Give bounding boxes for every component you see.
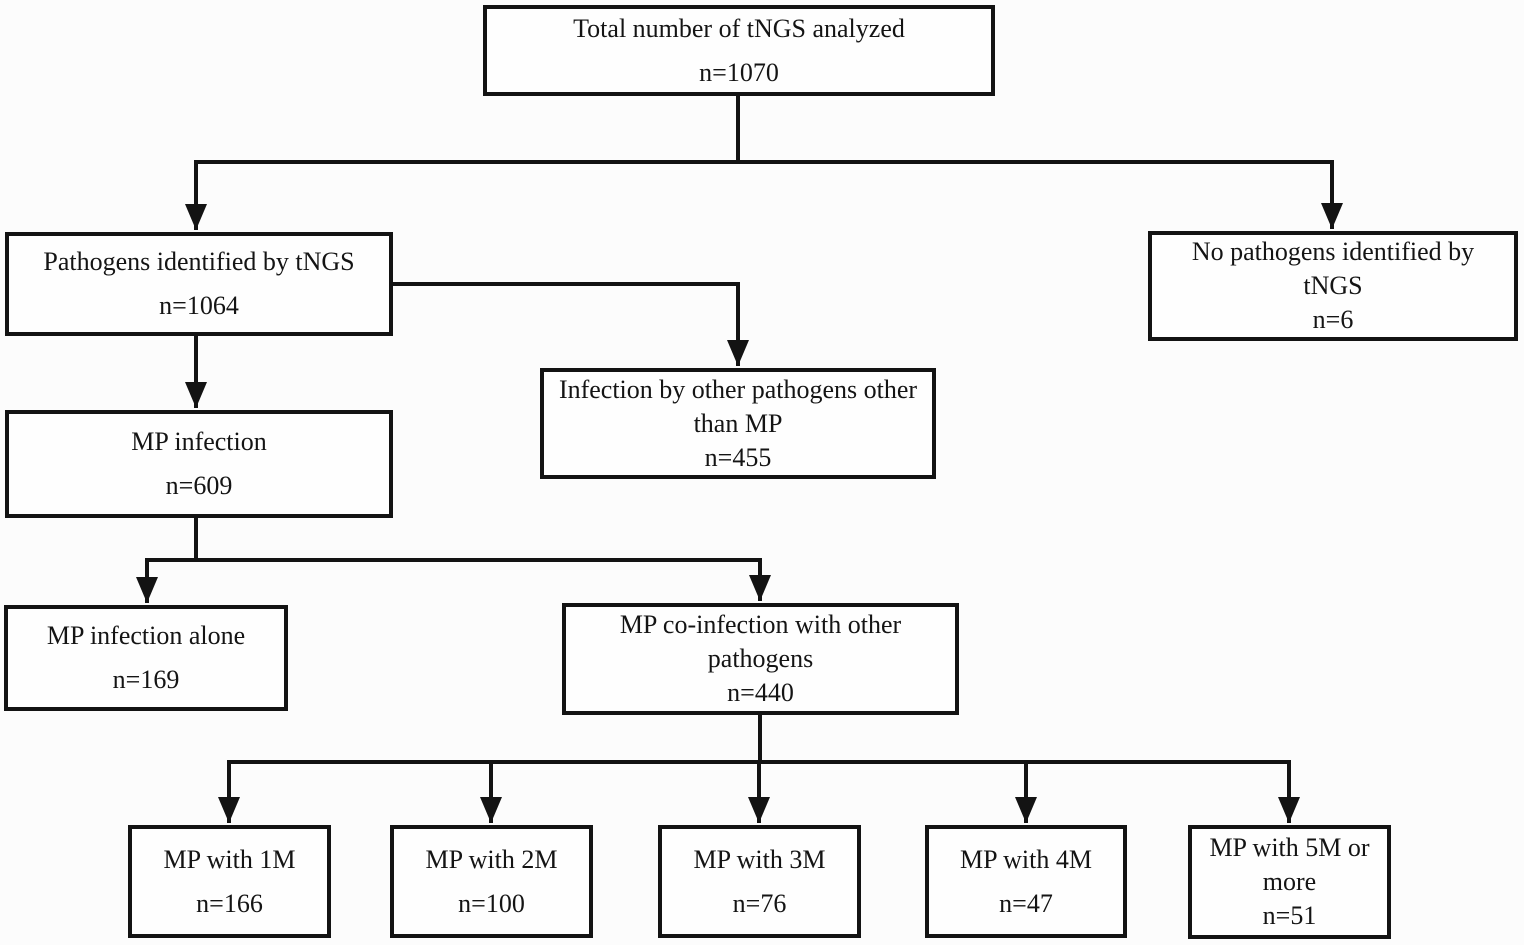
node-label: MP infection alone	[46, 621, 246, 650]
node-count: n=51	[1262, 901, 1317, 930]
node-label: MP with 3M	[693, 844, 826, 874]
node-mp-with-1m: MP with 1M n=166	[128, 825, 331, 938]
node-label: Infection by other pathogens other than …	[558, 374, 918, 438]
node-label: MP with 2M	[425, 844, 558, 874]
node-count: n=1064	[159, 291, 239, 320]
node-label: Total number of tNGS analyzed	[573, 13, 905, 43]
node-label: No pathogens identified by tNGS	[1191, 237, 1475, 300]
node-mp-with-4m: MP with 4M n=47	[925, 825, 1127, 938]
node-mp-infection: MP infection n=609	[5, 410, 393, 518]
node-label: Pathogens identified by tNGS	[43, 247, 355, 276]
node-label: MP infection	[131, 427, 267, 456]
node-count: n=440	[727, 678, 794, 707]
node-pathogens-identified: Pathogens identified by tNGS n=1064	[5, 232, 393, 336]
node-mp-coinfection: MP co-infection with other pathogens n=4…	[562, 603, 959, 715]
node-label: MP with 4M	[960, 844, 1092, 874]
node-mp-infection-alone: MP infection alone n=169	[4, 605, 288, 711]
node-no-pathogens-identified: No pathogens identified by tNGS n=6	[1148, 231, 1518, 341]
node-infection-other-pathogens: Infection by other pathogens other than …	[540, 368, 936, 479]
edge-to-infection-other	[393, 282, 749, 366]
node-count: n=166	[196, 888, 263, 918]
node-count: n=47	[999, 888, 1053, 918]
node-count: n=169	[112, 665, 180, 694]
node-count: n=609	[165, 471, 233, 500]
node-mp-with-2m: MP with 2M n=100	[390, 825, 593, 938]
node-total-tngs-analyzed: Total number of tNGS analyzed n=1070	[483, 5, 995, 96]
node-count: n=76	[732, 888, 787, 918]
node-mp-with-5m-or-more: MP with 5M or more n=51	[1188, 825, 1391, 939]
node-count: n=455	[704, 442, 772, 472]
node-mp-with-3m: MP with 3M n=76	[658, 825, 861, 938]
node-count: n=100	[458, 888, 525, 918]
node-count: n=1070	[699, 57, 779, 87]
node-count: n=6	[1312, 305, 1354, 334]
node-label: MP with 1M	[163, 844, 296, 874]
node-label: MP with 5M or more	[1209, 833, 1370, 896]
node-label: MP co-infection with other pathogens	[619, 610, 902, 673]
